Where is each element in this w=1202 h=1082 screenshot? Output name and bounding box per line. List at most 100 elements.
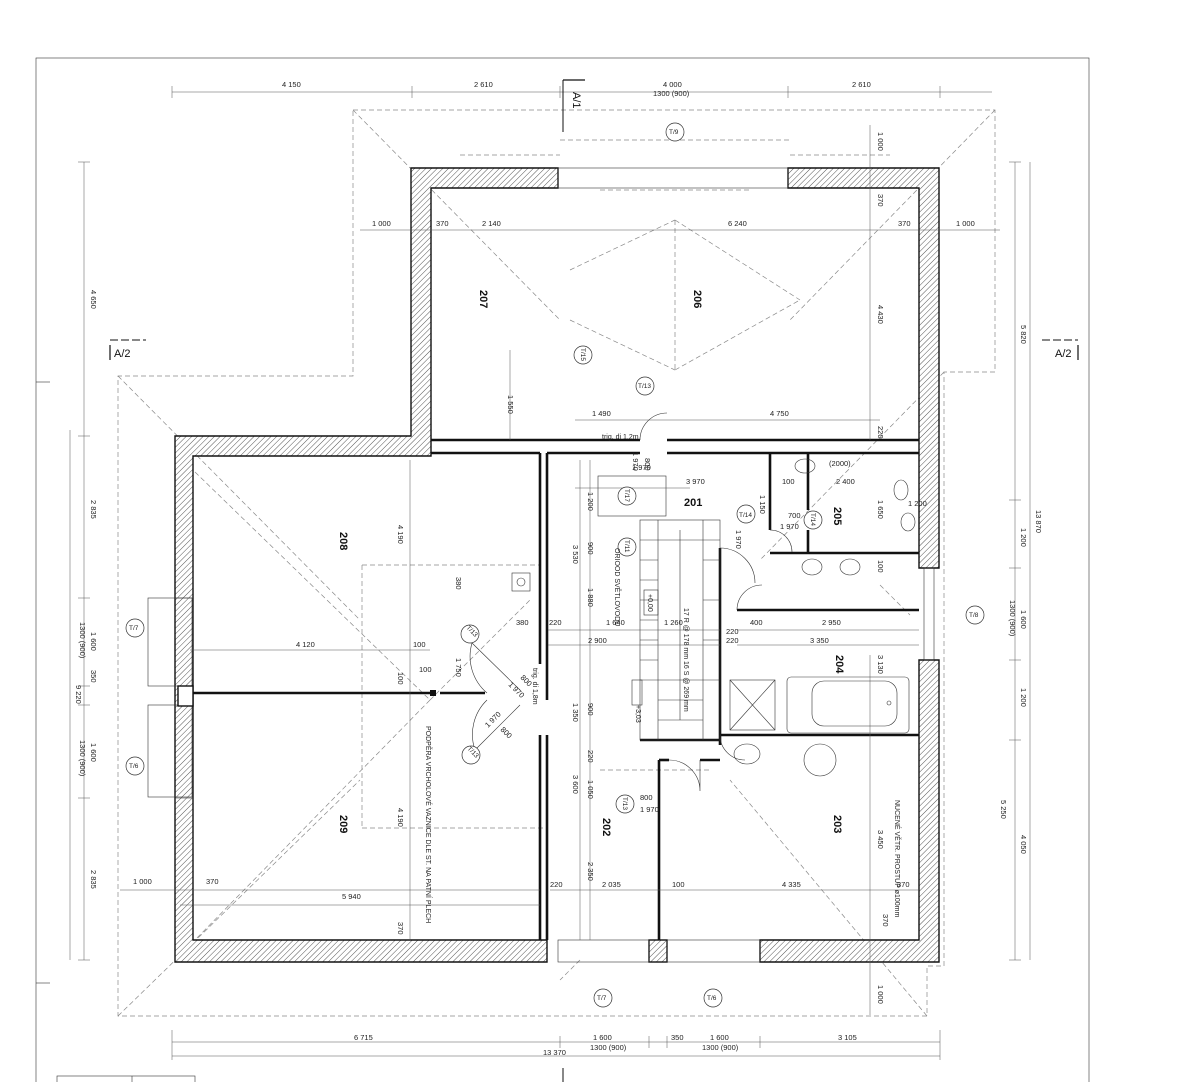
inner-dim: 1 200 bbox=[586, 492, 595, 511]
right-dim-total: 13 870 bbox=[1034, 510, 1043, 533]
inner-dim: 1 970 bbox=[640, 805, 659, 814]
column-left bbox=[177, 685, 194, 707]
top-dim-3b: 1300 (900) bbox=[653, 89, 690, 98]
left-dim-3b: 1300 (900) bbox=[78, 622, 87, 659]
inner-dim: 1 970 bbox=[631, 452, 640, 471]
inner-dim: 370 bbox=[881, 914, 890, 927]
inner-dim: 220 bbox=[876, 426, 885, 439]
tag-t11: T/11 bbox=[623, 540, 630, 553]
tag-t14-a: T/14 bbox=[739, 512, 752, 519]
right-dim-6: 4 050 bbox=[1019, 835, 1028, 854]
inner-dim: 220 bbox=[586, 750, 595, 763]
inner-dim: 4 335 bbox=[782, 880, 801, 889]
bottom-dim-4: 1 600 bbox=[710, 1033, 729, 1042]
inner-dim: 1 550 bbox=[506, 395, 515, 414]
inner-dim: 1 970 bbox=[632, 463, 651, 472]
bottom-dim-5: 3 105 bbox=[838, 1033, 857, 1042]
inner-dim: 4 750 bbox=[770, 409, 789, 418]
bottom-dim-2: 1 600 bbox=[593, 1033, 612, 1042]
inner-dim: 100 bbox=[419, 665, 432, 674]
section-label-a1: A/1 bbox=[570, 92, 582, 109]
inner-dim: 1 200 bbox=[908, 499, 927, 508]
tag-t6-left: T/6 bbox=[129, 763, 139, 770]
left-dim-6: 2 835 bbox=[89, 870, 98, 889]
left-dim-5b: 1300 (900) bbox=[78, 740, 87, 777]
inner-dim: 100 bbox=[413, 640, 426, 649]
inner-dim: 100 bbox=[876, 560, 885, 573]
inner-dim: 370 bbox=[898, 219, 911, 228]
inner-dim: 380 bbox=[516, 618, 529, 627]
note-svetlovod: ORIOOD SVĚTLOVODU bbox=[613, 548, 622, 626]
room-201: 201 bbox=[684, 497, 702, 509]
inner-dim: 2 140 bbox=[482, 219, 501, 228]
sheet-frame bbox=[35, 57, 1090, 1082]
tag-t13-a: T/13 bbox=[638, 383, 651, 390]
inner-dim: 1 000 bbox=[876, 985, 885, 1004]
tag-t15: T/15 bbox=[579, 348, 586, 361]
tag-t13-d: T/13 bbox=[621, 797, 628, 810]
left-dim-5: 1 600 bbox=[89, 743, 98, 762]
inner-dim: 3 450 bbox=[876, 830, 885, 849]
doors bbox=[147, 167, 935, 963]
inner-dim: 3 530 bbox=[571, 545, 580, 564]
inner-dim: 4 120 bbox=[296, 640, 315, 649]
inner-dim: 4 190 bbox=[396, 525, 405, 544]
tag-t6-bottom: T/6 bbox=[707, 995, 717, 1002]
right-dim-2: 1 200 bbox=[1019, 528, 1028, 547]
bottom-dim-3: 350 bbox=[671, 1033, 684, 1042]
room-206: 206 bbox=[691, 290, 703, 308]
inner-dim: 370 bbox=[396, 922, 405, 935]
inner-dim: 3 350 bbox=[810, 636, 829, 645]
inner-dim: 380 bbox=[454, 577, 463, 590]
inner-dim: 1 490 bbox=[592, 409, 611, 418]
inner-dim: 100 bbox=[396, 672, 405, 685]
room-205: 205 bbox=[831, 507, 843, 525]
note-level-2: +3,03 bbox=[634, 705, 641, 723]
room-207: 207 bbox=[477, 290, 489, 308]
inner-dim: 1 050 bbox=[586, 780, 595, 799]
inner-dim: 2 350 bbox=[586, 862, 595, 881]
tag-t8: T/8 bbox=[969, 612, 979, 619]
inner-dim: 1 000 bbox=[876, 132, 885, 151]
inner-dim: 1 750 bbox=[454, 658, 463, 677]
top-dim-4: 2 610 bbox=[852, 80, 871, 89]
section-label-a2-left: A/2 bbox=[114, 348, 131, 360]
inner-dim: 6 240 bbox=[728, 219, 747, 228]
inner-dim: 370 bbox=[897, 880, 910, 889]
bottom-dim-2b: 1300 (900) bbox=[590, 1043, 627, 1052]
inner-dim: 2 900 bbox=[588, 636, 607, 645]
tag-t7-bottom: T/7 bbox=[597, 995, 607, 1002]
inner-dim: 2 400 bbox=[836, 477, 855, 486]
note-vetrani: NUCENÉ VĚTR. PROSTUP ø100mm bbox=[893, 800, 902, 918]
inner-dim: 1 640 bbox=[606, 618, 625, 627]
inner-dim: 1 260 bbox=[664, 618, 683, 627]
inner-dim: 1 970 bbox=[483, 710, 503, 730]
right-dim-3: 1 600 bbox=[1019, 610, 1028, 629]
inner-dim: 370 bbox=[436, 219, 449, 228]
left-dim-2: 2 835 bbox=[89, 500, 98, 519]
room-204: 204 bbox=[833, 655, 845, 674]
roof-outline bbox=[117, 109, 996, 1017]
tag-t7-left: T/7 bbox=[129, 625, 139, 632]
left-dim-3: 1 600 bbox=[89, 632, 98, 651]
inner-dim: 370 bbox=[206, 877, 219, 886]
inner-dim: 220 bbox=[549, 618, 562, 627]
inner-dim: 5 940 bbox=[342, 892, 361, 901]
note-trig-2: trig. di 1,8m bbox=[531, 668, 538, 705]
inner-dim: 3 600 bbox=[571, 775, 580, 794]
inner-dim: 220 bbox=[726, 636, 739, 645]
inner-dim: 800 bbox=[640, 793, 653, 802]
room-208: 208 bbox=[337, 532, 349, 550]
room-202: 202 bbox=[600, 818, 612, 836]
inner-dim: 1 000 bbox=[956, 219, 975, 228]
right-dim-3b: 1300 (900) bbox=[1008, 600, 1017, 637]
inner-dim: 2 950 bbox=[822, 618, 841, 627]
bottom-dim-1: 6 715 bbox=[354, 1033, 373, 1042]
right-dim-1: 5 820 bbox=[1019, 325, 1028, 344]
tag-t9: T/9 bbox=[669, 129, 679, 136]
top-dim-3: 4 000 bbox=[663, 80, 682, 89]
bottom-dim-4b: 1300 (900) bbox=[702, 1043, 739, 1052]
tag-t17: T/17 bbox=[623, 489, 630, 502]
dimension-lines bbox=[69, 86, 1031, 1060]
